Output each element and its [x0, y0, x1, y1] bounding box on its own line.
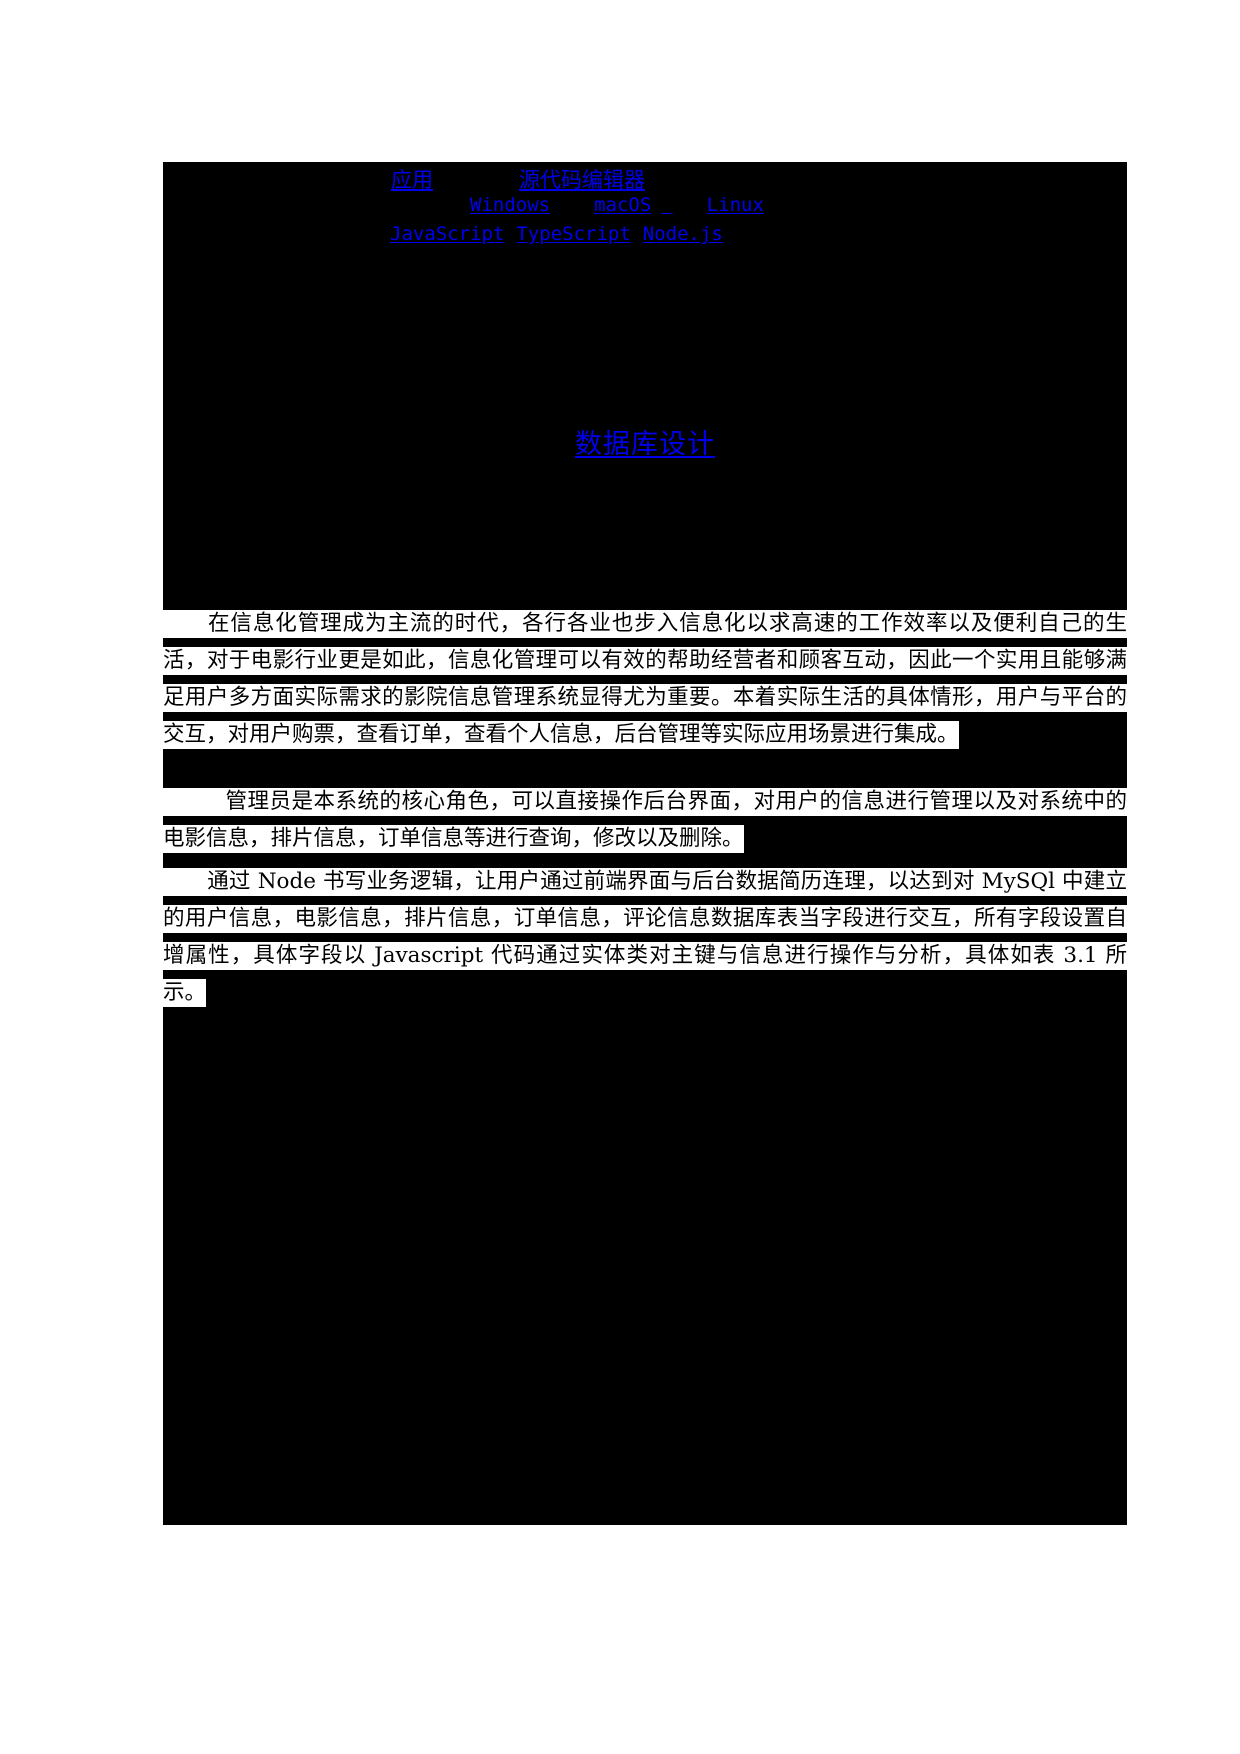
paragraph-overview-text: 在信息化管理成为主流的时代，各行各业也步入信息化以求高速的工作效率以及便利自己的… — [163, 611, 1127, 747]
link-nodejs[interactable]: Node.js — [642, 223, 723, 245]
paragraph-gap — [163, 753, 1127, 783]
link-row-languages: JavaScript TypeScript Node.js — [163, 223, 1127, 245]
link-separator-underscore[interactable] — [661, 194, 672, 216]
link-windows[interactable]: Windows — [470, 194, 551, 216]
section-heading-link[interactable]: 数据库设计 — [575, 429, 715, 460]
paragraph-overview: 在信息化管理成为主流的时代，各行各业也步入信息化以求高速的工作效率以及便利自己的… — [163, 605, 1127, 753]
link-typescript[interactable]: TypeScript — [516, 223, 631, 245]
link-javascript[interactable]: JavaScript — [390, 223, 505, 245]
document-content-region: 应用 源代码编辑器 Windows macOS Linux JavaScript Ty… — [163, 162, 1127, 1525]
paragraph-implementation-text: 通过 Node 书写业务逻辑，让用户通过前端界面与后台数据简历连理，以达到对 M… — [163, 869, 1127, 1005]
paragraph-administrator-text: 管理员是本系统的核心角色，可以直接操作后台界面，对用户的信息进行管理以及对系统中… — [163, 789, 1127, 851]
section-heading: 数据库设计 — [163, 422, 1127, 461]
link-applications[interactable]: 应用 — [391, 168, 433, 192]
link-linux[interactable]: Linux — [706, 194, 764, 216]
link-row-applications: 应用 源代码编辑器 — [163, 164, 1127, 194]
paragraph-implementation: 通过 Node 书写业务逻辑，让用户通过前端界面与后台数据简历连理，以达到对 M… — [163, 863, 1127, 1011]
body-prose: 在信息化管理成为主流的时代，各行各业也步入信息化以求高速的工作效率以及便利自己的… — [163, 605, 1127, 1011]
link-source-code-editor[interactable]: 源代码编辑器 — [519, 168, 645, 192]
paragraph-administrator: 管理员是本系统的核心角色，可以直接操作后台界面，对用户的信息进行管理以及对系统中… — [163, 783, 1127, 857]
link-row-platforms: Windows macOS Linux — [163, 194, 1127, 216]
link-macos[interactable]: macOS — [594, 194, 652, 216]
